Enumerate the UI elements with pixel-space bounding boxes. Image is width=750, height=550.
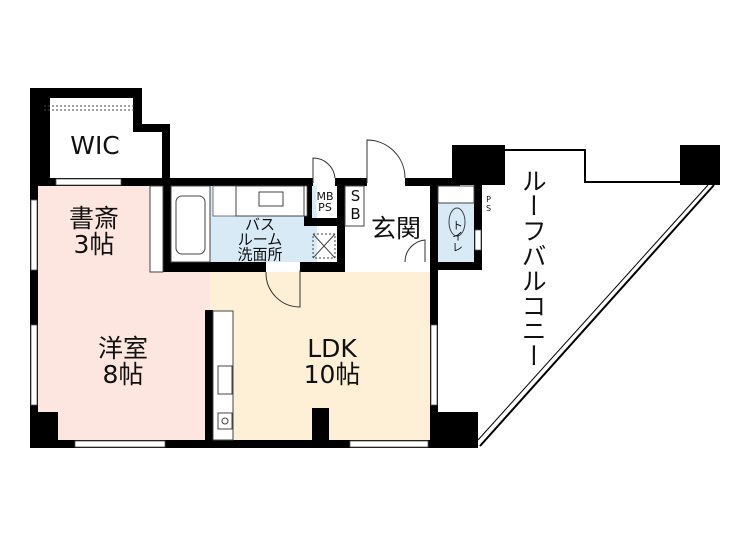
room-entrance: 玄関 (370, 213, 422, 243)
room-ldk-size: 10帖 (303, 360, 361, 389)
room-roof-balcony: ルーフバルコニー (518, 168, 548, 368)
toilet-floor (438, 203, 474, 262)
room-bath: バス ルーム 洗面所 (237, 215, 283, 264)
roof-balcony-outline (477, 149, 715, 447)
room-bath-line2: ルーム (237, 230, 283, 249)
room-study: 書斎 3帖 (68, 203, 120, 259)
doors (265, 139, 426, 308)
room-mbps-line1: MB (316, 190, 334, 203)
room-toilet: トイレ (450, 219, 464, 253)
room-ldk-name: LDK (307, 333, 357, 363)
room-western-size: 8帖 (102, 360, 144, 389)
room-mbps: MB PS (316, 190, 334, 214)
fixtures (44, 105, 475, 441)
room-bath-line3: 洗面所 (237, 245, 283, 264)
room-study-size: 3帖 (73, 230, 115, 259)
room-ps: PS (484, 195, 493, 213)
western-floor (38, 272, 210, 440)
room-bath-line1: バス (244, 215, 276, 234)
room-label-wic: WIC (70, 130, 120, 160)
room-sb: SB (346, 187, 365, 223)
room-western: 洋室 8帖 (97, 333, 149, 389)
study-floor (38, 186, 150, 272)
room-ldk: LDK 10帖 (303, 333, 361, 389)
room-mbps-line2: PS (318, 201, 332, 214)
room-study-name: 書斎 (68, 203, 120, 233)
room-western-name: 洋室 (97, 333, 149, 363)
